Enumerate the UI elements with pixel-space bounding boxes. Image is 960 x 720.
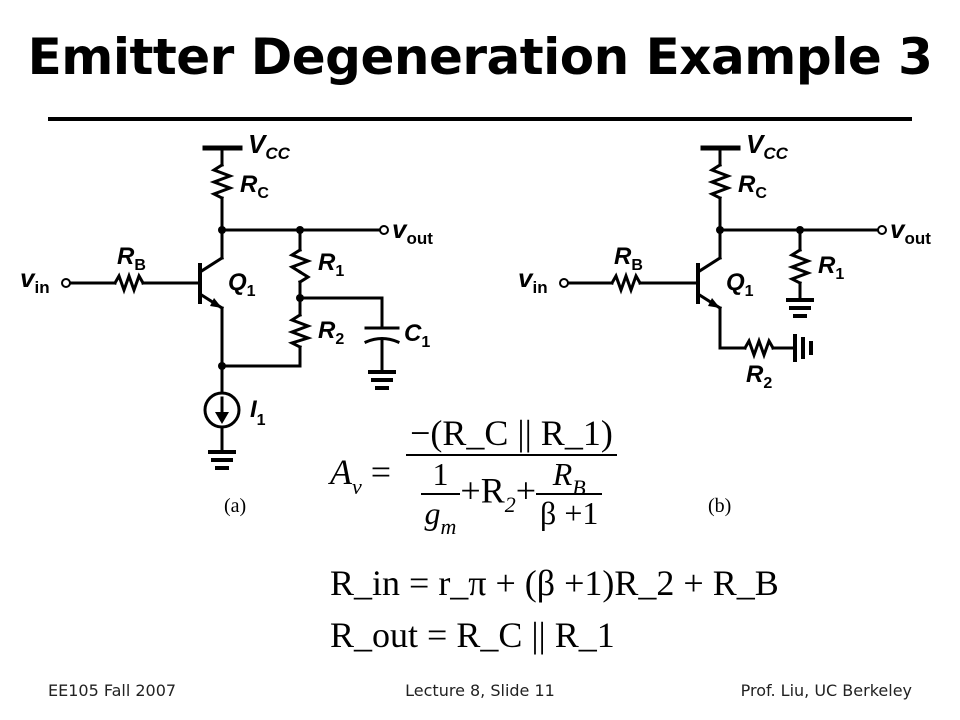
footer-author: Prof. Liu, UC Berkeley	[740, 681, 912, 700]
r1-label: R1	[318, 249, 344, 280]
current-arrow	[215, 412, 229, 424]
vin-terminal	[61, 278, 71, 288]
r2-label: R2	[746, 361, 772, 392]
c1-label: C1	[404, 320, 430, 351]
node-dot	[796, 226, 804, 234]
vout-label: vout	[890, 214, 931, 248]
av-equation: Av = −(R_C || R_1) 1 gm +R2+ RB β +1	[330, 412, 617, 539]
emitter-arrow	[708, 298, 720, 308]
rc-label: RC	[738, 171, 767, 202]
emitter-arrow	[210, 298, 222, 308]
footer-course: EE105 Fall 2007	[48, 681, 177, 700]
q1-label: Q1	[228, 269, 256, 300]
title-divider	[48, 117, 912, 121]
vcc-label: VCC	[248, 129, 291, 163]
r1-label: R1	[818, 252, 844, 283]
rout-equation: R_out = R_C || R_1	[330, 615, 615, 655]
node-dot	[716, 226, 724, 234]
r2-label: R2	[318, 317, 344, 348]
node-dot	[296, 226, 304, 234]
i1-label: I1	[250, 396, 266, 429]
caption-b: (b)	[708, 495, 731, 517]
slide-title: Emitter Degeneration Example 3	[27, 28, 933, 86]
circuit-a-wiring	[68, 145, 400, 470]
rb-label: RB	[117, 243, 146, 274]
caption-a: (a)	[224, 495, 246, 517]
rc-label: RC	[240, 171, 269, 202]
vout-terminal	[877, 225, 887, 235]
rb-label: RB	[614, 243, 643, 274]
vin-label: vin	[518, 263, 548, 297]
q1-label: Q1	[726, 269, 754, 300]
rin-equation: R_in = r_π + (β +1)R_2 + R_B	[330, 563, 779, 603]
node-dot	[296, 294, 304, 302]
av-numerator: −(R_C || R_1)	[410, 413, 613, 453]
vcc-label: VCC	[746, 129, 789, 163]
vout-label: vout	[392, 214, 433, 248]
vout-terminal	[379, 225, 389, 235]
circuit-b-wiring	[566, 145, 880, 362]
node-dot	[218, 226, 226, 234]
vin-label: vin	[20, 263, 50, 297]
footer-slide-number: Lecture 8, Slide 11	[405, 681, 555, 700]
node-dot	[218, 362, 226, 370]
vin-terminal	[559, 278, 569, 288]
